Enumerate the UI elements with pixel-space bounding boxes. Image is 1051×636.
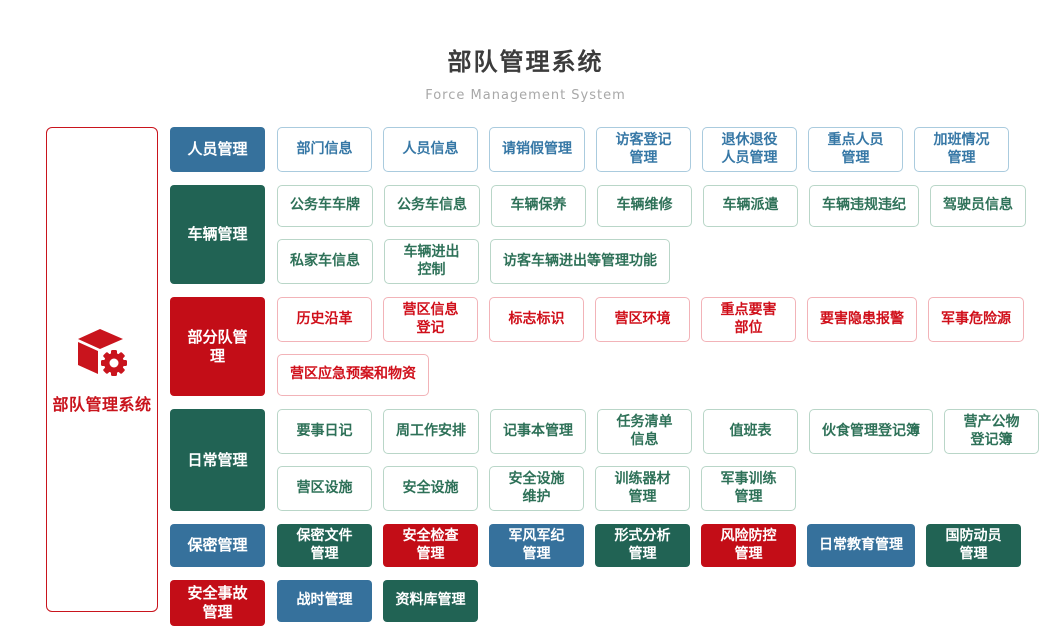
items-line: 公务车车牌公务车信息车辆保养车辆维修车辆派遣车辆违规违纪驾驶员信息 xyxy=(277,185,1026,227)
module-box: 请销假管理 xyxy=(489,127,585,172)
category-secrecy: 保密管理 xyxy=(170,524,265,567)
module-box: 军事训练 管理 xyxy=(701,466,796,511)
items-line: 营区设施安全设施安全设施 维护训练器材 管理军事训练 管理 xyxy=(277,466,1039,511)
module-box: 值班表 xyxy=(703,409,798,454)
module-box: 营区信息 登记 xyxy=(383,297,478,342)
module-box: 营产公物 登记簿 xyxy=(944,409,1039,454)
sections: 人员管理部门信息人员信息请销假管理访客登记 管理退休退役 人员管理重点人员 管理… xyxy=(170,127,1039,626)
module-box: 公务车信息 xyxy=(384,185,480,227)
module-box: 车辆保养 xyxy=(491,185,586,227)
section-row-secrecy: 保密管理保密文件 管理安全检查 管理军风军纪 管理形式分析 管理风险防控 管理日… xyxy=(170,524,1039,567)
module-box: 周工作安排 xyxy=(383,409,479,454)
module-box: 车辆进出 控制 xyxy=(384,239,479,284)
section-row-personnel: 人员管理部门信息人员信息请销假管理访客登记 管理退休退役 人员管理重点人员 管理… xyxy=(170,127,1039,172)
root-node: 部队管理系统 xyxy=(46,127,158,612)
module-box: 安全设施 xyxy=(383,466,478,511)
module-box: 营区设施 xyxy=(277,466,372,511)
module-box: 访客登记 管理 xyxy=(596,127,691,172)
page-title: 部队管理系统 xyxy=(447,48,604,76)
items-line: 要事日记周工作安排记事本管理任务清单 信息值班表伙食管理登记簿营产公物 登记簿 xyxy=(277,409,1039,454)
category-subunit: 部分队管理 xyxy=(170,297,265,396)
items-line: 营区应急预案和物资 xyxy=(277,354,1024,396)
module-box: 私家车信息 xyxy=(277,239,373,284)
items-line: 私家车信息车辆进出 控制访客车辆进出等管理功能 xyxy=(277,239,1026,284)
module-box: 退休退役 人员管理 xyxy=(702,127,797,172)
module-box: 车辆维修 xyxy=(597,185,692,227)
module-box: 历史沿革 xyxy=(277,297,372,342)
module-box: 车辆违规违纪 xyxy=(809,185,919,227)
module-box: 车辆派遣 xyxy=(703,185,798,227)
module-box: 访客车辆进出等管理功能 xyxy=(490,239,670,284)
module-box: 任务清单 信息 xyxy=(597,409,692,454)
module-box: 营区应急预案和物资 xyxy=(277,354,429,396)
module-box: 人员信息 xyxy=(383,127,478,172)
module-box: 国防动员 管理 xyxy=(926,524,1021,567)
section-items-subunit: 历史沿革营区信息 登记标志标识营区环境重点要害 部位要害隐患报警军事危险源营区应… xyxy=(277,297,1024,396)
module-box: 加班情况 管理 xyxy=(914,127,1009,172)
section-items-vehicle: 公务车车牌公务车信息车辆保养车辆维修车辆派遣车辆违规违纪驾驶员信息私家车信息车辆… xyxy=(277,185,1026,284)
page-subtitle: Force Management System xyxy=(425,88,626,103)
module-box: 战时管理 xyxy=(277,580,372,622)
section-items-safety-extra: 战时管理资料库管理 xyxy=(277,580,478,626)
section-row-daily: 日常管理要事日记周工作安排记事本管理任务清单 信息值班表伙食管理登记簿营产公物 … xyxy=(170,409,1039,511)
section-items-daily: 要事日记周工作安排记事本管理任务清单 信息值班表伙食管理登记簿营产公物 登记簿营… xyxy=(277,409,1039,511)
items-line: 保密文件 管理安全检查 管理军风军纪 管理形式分析 管理风险防控 管理日常教育管… xyxy=(277,524,1021,567)
section-items-secrecy: 保密文件 管理安全检查 管理军风军纪 管理形式分析 管理风险防控 管理日常教育管… xyxy=(277,524,1021,567)
module-box: 部门信息 xyxy=(277,127,372,172)
module-box: 安全检查 管理 xyxy=(383,524,478,567)
module-box: 重点要害 部位 xyxy=(701,297,796,342)
items-line: 战时管理资料库管理 xyxy=(277,580,478,622)
module-box: 军风军纪 管理 xyxy=(489,524,584,567)
section-row-subunit: 部分队管理历史沿革营区信息 登记标志标识营区环境重点要害 部位要害隐患报警军事危… xyxy=(170,297,1039,396)
module-box: 保密文件 管理 xyxy=(277,524,372,567)
category-daily: 日常管理 xyxy=(170,409,265,511)
module-box: 营区环境 xyxy=(595,297,690,342)
module-box: 训练器材 管理 xyxy=(595,466,690,511)
category-personnel: 人员管理 xyxy=(170,127,265,172)
module-box: 日常教育管理 xyxy=(807,524,915,567)
module-box: 资料库管理 xyxy=(383,580,478,622)
module-box: 要害隐患报警 xyxy=(807,297,917,342)
module-box: 形式分析 管理 xyxy=(595,524,690,567)
module-box: 标志标识 xyxy=(489,297,584,342)
section-row-vehicle: 车辆管理公务车车牌公务车信息车辆保养车辆维修车辆派遣车辆违规违纪驾驶员信息私家车… xyxy=(170,185,1039,284)
root-node-label: 部队管理系统 xyxy=(52,394,152,414)
category-vehicle: 车辆管理 xyxy=(170,185,265,284)
module-box: 安全设施 维护 xyxy=(489,466,584,511)
section-items-personnel: 部门信息人员信息请销假管理访客登记 管理退休退役 人员管理重点人员 管理加班情况… xyxy=(277,127,1009,172)
module-box: 伙食管理登记簿 xyxy=(809,409,933,454)
module-box: 记事本管理 xyxy=(490,409,586,454)
module-box: 重点人员 管理 xyxy=(808,127,903,172)
module-box: 风险防控 管理 xyxy=(701,524,796,567)
page-header: 部队管理系统 Force Management System xyxy=(0,42,1051,103)
category-safety-extra: 安全事故 管理 xyxy=(170,580,265,626)
module-box: 驾驶员信息 xyxy=(930,185,1026,227)
module-box: 公务车车牌 xyxy=(277,185,373,227)
section-row-safety-extra: 安全事故 管理战时管理资料库管理 xyxy=(170,580,1039,626)
items-line: 历史沿革营区信息 登记标志标识营区环境重点要害 部位要害隐患报警军事危险源 xyxy=(277,297,1024,342)
module-box: 军事危险源 xyxy=(928,297,1024,342)
cube-gear-icon xyxy=(78,328,127,376)
items-line: 部门信息人员信息请销假管理访客登记 管理退休退役 人员管理重点人员 管理加班情况… xyxy=(277,127,1009,172)
module-box: 要事日记 xyxy=(277,409,372,454)
